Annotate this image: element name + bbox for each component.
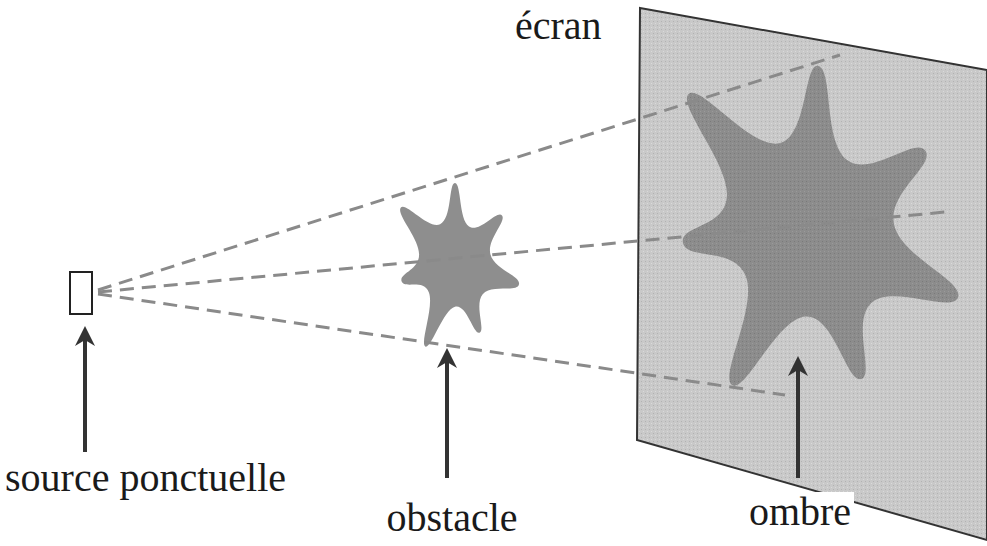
point-source	[70, 272, 92, 314]
leader-arrows	[85, 330, 798, 478]
obstacle-label: obstacle	[383, 498, 520, 538]
shadow	[683, 66, 959, 386]
screen	[637, 8, 987, 540]
light-rays	[98, 55, 945, 395]
source-label: source ponctuelle	[2, 458, 289, 498]
obstacle-shape	[400, 183, 519, 347]
shadow-label: ombre	[746, 492, 854, 532]
screen-label: écran	[512, 6, 605, 46]
